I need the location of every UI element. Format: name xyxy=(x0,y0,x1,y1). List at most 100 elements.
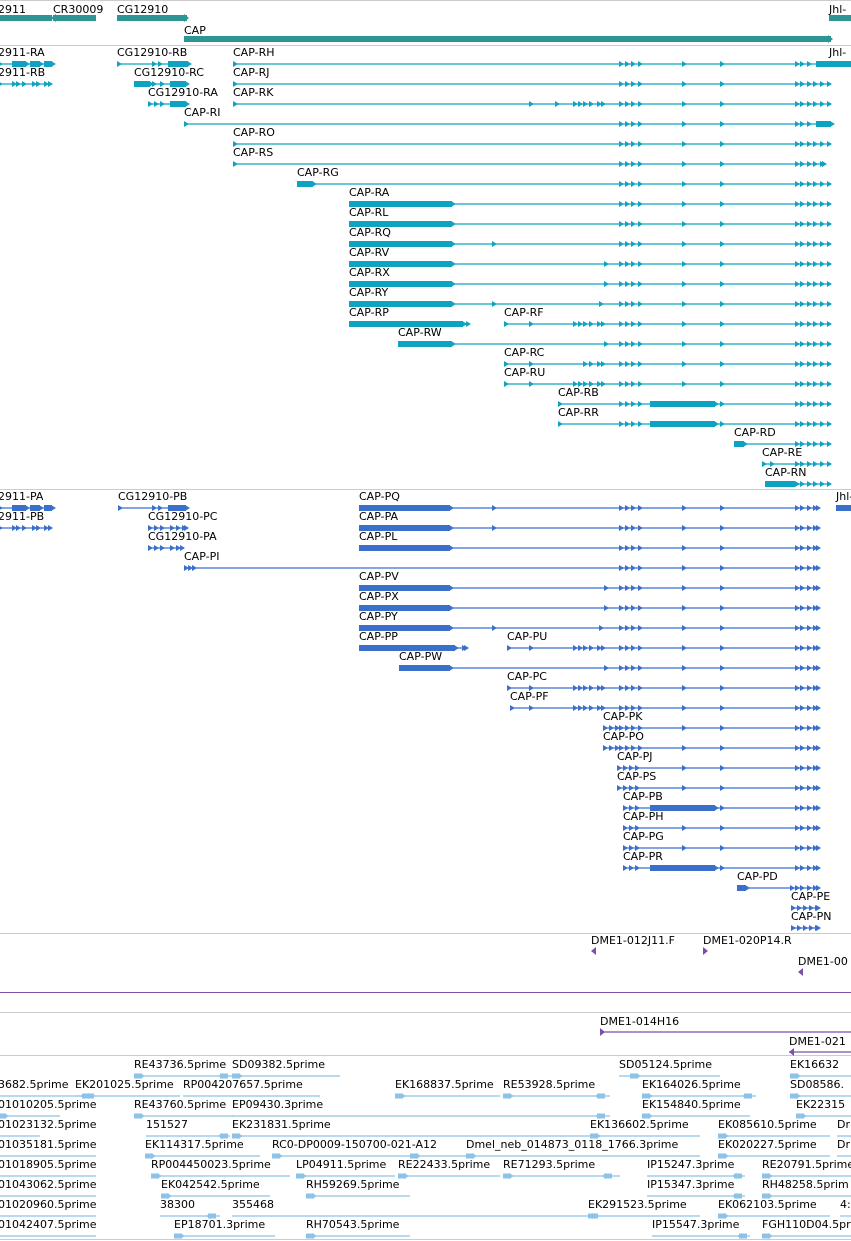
protein-model[interactable]: CAP-PX xyxy=(359,590,821,611)
transcript-model[interactable]: CAP-RV xyxy=(349,246,832,267)
protein-model[interactable]: 2911-PB xyxy=(0,510,53,531)
est-feature[interactable]: EK085610.5prime xyxy=(718,1118,830,1139)
feature-label[interactable]: EK154840.5prime xyxy=(642,1098,741,1111)
feature-label[interactable]: CAP-PJ xyxy=(617,750,652,763)
feature-label[interactable]: RE43736.5prime xyxy=(134,1058,226,1071)
protein-model[interactable]: CAP-PI xyxy=(184,550,821,571)
transcript-model[interactable]: CAP-RJ xyxy=(233,66,832,87)
protein-model[interactable]: CAP-PV xyxy=(359,570,821,591)
est-feature[interactable]: 01042407.5prime xyxy=(0,1218,97,1237)
feature-label[interactable]: CAP-PH xyxy=(623,810,663,823)
protein-model[interactable]: CAP-PA xyxy=(359,510,821,531)
protein-model[interactable]: CAP-PW xyxy=(399,650,821,671)
gene-bar[interactable] xyxy=(53,15,96,21)
feature-label[interactable]: CAP-PF xyxy=(510,690,549,703)
est-feature[interactable]: EK154840.5prime xyxy=(642,1098,750,1119)
est-feature[interactable]: Dr xyxy=(837,1118,851,1137)
feature-label[interactable]: RP004207657.5prime xyxy=(183,1078,303,1091)
protein-model[interactable]: CAP-PS xyxy=(617,770,821,791)
feature-label[interactable]: EK22315 xyxy=(796,1098,845,1111)
transcript-model[interactable]: CAP-RP xyxy=(349,306,471,327)
est-feature[interactable]: RE43760.5prime xyxy=(134,1098,234,1119)
est-feature[interactable]: Dmel_neb_014873_0118_1766.3prime xyxy=(410,1138,700,1159)
feature-label[interactable]: EK085610.5prime xyxy=(718,1118,817,1131)
protein-model[interactable]: CAP-PK xyxy=(603,710,821,731)
est-feature[interactable]: EK114317.5prime xyxy=(145,1138,260,1159)
feature-label[interactable]: CAP-PS xyxy=(617,770,656,783)
est-feature[interactable]: SD05124.5prime xyxy=(619,1058,720,1079)
feature-label[interactable]: SD05124.5prime xyxy=(619,1058,712,1071)
feature-label[interactable]: CG12910-RC xyxy=(134,66,204,79)
protein-model[interactable]: Jhl- xyxy=(835,490,851,511)
feature-label[interactable]: RP004450023.5prime xyxy=(151,1158,271,1171)
transcript-model[interactable]: Jhl- xyxy=(828,46,851,67)
feature-label[interactable]: CG12910-PB xyxy=(118,490,187,503)
feature-label[interactable]: EK16632 xyxy=(790,1058,839,1071)
est-feature[interactable]: 01020960.5prime xyxy=(0,1198,97,1217)
feature-label[interactable]: CAP-PD xyxy=(737,870,778,883)
feature-label[interactable]: CAP-RV xyxy=(349,246,390,259)
probe-feature[interactable]: DME1-00 xyxy=(798,955,848,976)
est-feature[interactable]: EK16632 xyxy=(790,1058,851,1079)
gene-feature[interactable]: 2911 xyxy=(0,3,52,22)
feature-label[interactable]: CAP-PR xyxy=(623,850,663,863)
est-feature[interactable]: EK168837.5prime xyxy=(395,1078,500,1099)
probe-feature[interactable]: DME1-020P14.R xyxy=(703,934,792,955)
protein-model[interactable]: CAP-PE xyxy=(791,890,830,911)
est-feature[interactable]: EK042542.5prime xyxy=(161,1178,270,1199)
protein-model[interactable]: CG12910-PC xyxy=(148,510,218,531)
feature-label[interactable]: EP18701.3prime xyxy=(174,1218,265,1231)
est-feature[interactable]: EK291523.5prime xyxy=(588,1198,700,1219)
protein-model[interactable]: CG12910-PB xyxy=(118,490,190,511)
feature-label[interactable]: EK114317.5prime xyxy=(145,1138,244,1151)
est-feature[interactable]: 38300 xyxy=(160,1198,220,1219)
gene-bar[interactable] xyxy=(829,15,851,21)
feature-label[interactable]: 2911-RA xyxy=(0,46,45,59)
gene-feature[interactable]: CG12910 xyxy=(117,3,189,22)
feature-label[interactable]: CAP-PN xyxy=(791,910,831,923)
probe-feature[interactable]: DME1-021 xyxy=(789,1035,851,1056)
est-feature[interactable]: 355468 xyxy=(232,1198,600,1219)
feature-label[interactable]: Jhl- xyxy=(828,46,846,59)
feature-label[interactable]: 01010205.5prime xyxy=(0,1098,97,1111)
feature-label[interactable]: CAP-RQ xyxy=(349,226,391,239)
feature-label[interactable]: CAP xyxy=(184,24,206,37)
feature-label[interactable]: RH70543.5prime xyxy=(306,1218,400,1231)
feature-label[interactable]: CAP-RC xyxy=(504,346,545,359)
feature-label[interactable]: EK136602.5prime xyxy=(590,1118,689,1131)
feature-label[interactable]: EK231831.5prime xyxy=(232,1118,331,1131)
feature-label[interactable]: RE71293.5prime xyxy=(503,1158,595,1171)
est-feature[interactable]: EK164026.5prime xyxy=(642,1078,756,1099)
est-feature[interactable]: RC0-DP0009-150700-021-A12 xyxy=(272,1138,470,1159)
feature-label[interactable]: CG12910-PC xyxy=(148,510,218,523)
est-feature[interactable]: IP15347.3prime xyxy=(647,1178,745,1199)
feature-label[interactable]: CAP-PB xyxy=(623,790,663,803)
feature-label[interactable]: CAP-RS xyxy=(233,146,273,159)
feature-label[interactable]: CG12910 xyxy=(117,3,168,16)
feature-label[interactable]: CAP-RR xyxy=(558,406,599,419)
feature-label[interactable]: CAP-RX xyxy=(349,266,390,279)
feature-label[interactable]: CAP-RD xyxy=(734,426,776,439)
est-feature[interactable]: RE22433.5prime xyxy=(398,1158,500,1179)
feature-label[interactable]: RE20791.5prime xyxy=(762,1158,851,1171)
transcript-model[interactable]: CAP-RY xyxy=(349,286,832,307)
probe-feature[interactable]: DME1-012J11.F xyxy=(591,934,675,955)
transcript-model[interactable]: CAP-RI xyxy=(184,106,835,127)
feature-label[interactable]: RH48258.5prim xyxy=(762,1178,849,1191)
gene-feature[interactable]: CAP xyxy=(184,24,833,43)
feature-label[interactable]: 4: xyxy=(840,1198,851,1211)
feature-label[interactable]: CAP-RF xyxy=(504,306,544,319)
est-feature[interactable]: RE71293.5prime xyxy=(503,1158,620,1179)
est-feature[interactable]: EK201025.5prime xyxy=(75,1078,180,1097)
feature-label[interactable]: SD08586. xyxy=(790,1078,844,1091)
feature-label[interactable]: EP09430.3prime xyxy=(232,1098,323,1111)
feature-label[interactable]: Dmel_neb_014873_0118_1766.3prime xyxy=(466,1138,678,1151)
protein-model[interactable]: CAP-PP xyxy=(359,630,469,651)
feature-label[interactable]: CG12910-RB xyxy=(117,46,187,59)
feature-label[interactable]: CAP-RL xyxy=(349,206,389,219)
feature-label[interactable]: 2911 xyxy=(0,3,26,16)
feature-label[interactable]: 151527 xyxy=(146,1118,188,1131)
transcript-model[interactable]: CAP-RG xyxy=(297,166,832,187)
est-feature[interactable]: IP15247.3prime xyxy=(647,1158,745,1179)
feature-label[interactable]: CAP-PY xyxy=(359,610,398,623)
